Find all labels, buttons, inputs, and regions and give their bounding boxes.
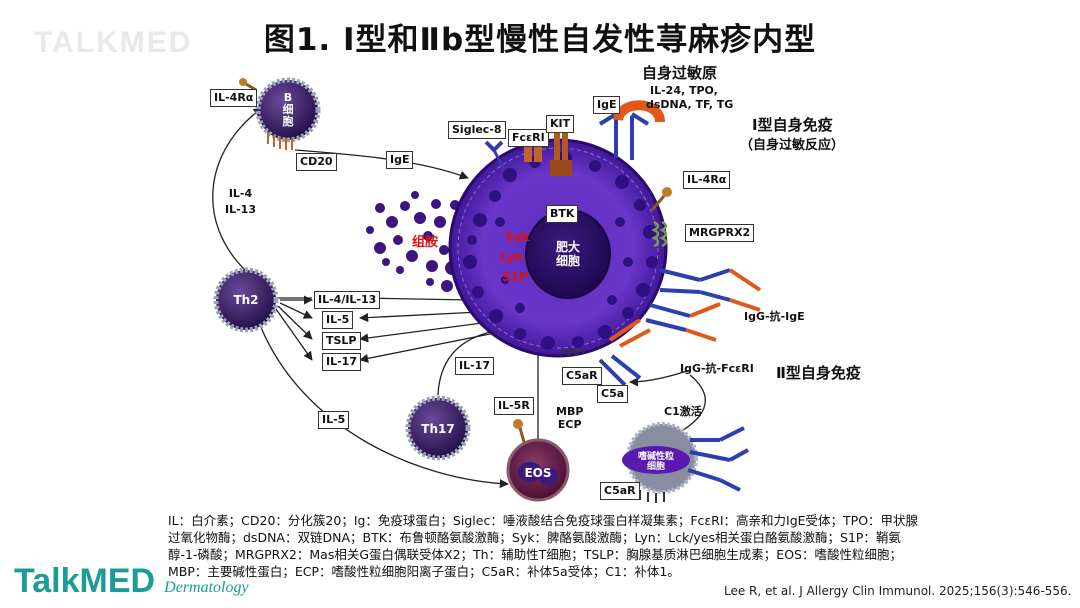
th17-cell <box>405 395 471 461</box>
eos-cell-label: EOS <box>524 466 552 480</box>
igg-anti-fceri-antibodies <box>598 318 651 387</box>
syk-label: Syk <box>505 230 530 244</box>
arrow-th2-to-il5 <box>279 302 313 319</box>
igg-anti-ige-antibodies <box>645 268 762 342</box>
c5ar-mast-receptor <box>559 349 585 357</box>
watermark: TALKMED <box>34 26 193 59</box>
talkmed-logo: TalkMED Dermatology <box>14 562 249 602</box>
c5ar-mast-box: C5aR <box>562 367 602 385</box>
arrow-th2-to-il17 <box>275 308 313 361</box>
histamine-label: 组胺 <box>412 235 439 250</box>
c5ar-basophil-box: C5aR <box>600 482 640 500</box>
igg-anti-fceri-label: IgG-抗-FcεRI <box>680 362 754 375</box>
ige-mast-box: IgE <box>593 96 621 114</box>
il5-th2-box: IL-5 <box>318 411 350 429</box>
il17-th17-box: IL-17 <box>455 357 494 375</box>
siglec8-receptor <box>484 140 505 169</box>
th2-cell-label: Th2 <box>233 293 259 307</box>
igg-anti-ige-label: IgG-抗-IgE <box>744 310 805 323</box>
mast-cell-label: 肥大 细胞 <box>555 240 580 268</box>
pathway-arrows <box>212 107 706 489</box>
il4-il13-box: IL-4/IL-13 <box>314 291 381 309</box>
tslp-box: TSLP <box>322 332 361 350</box>
b-cell <box>239 77 321 150</box>
arrow-c1-to-c5a <box>629 369 691 387</box>
kit-receptor <box>550 130 572 176</box>
arrow-mast-to-tslp <box>359 321 491 343</box>
lyn-label: Lyn <box>500 250 524 264</box>
il4ra-mast-receptor <box>650 187 672 211</box>
th17-cell-label: Th17 <box>421 422 455 436</box>
arrow-th2-to-eos <box>257 319 509 489</box>
abbreviation-legend: IL：白介素；CD20：分化簇20；Ig：免疫球蛋白；Siglec：唾液酸结合免… <box>168 513 919 579</box>
b-cell-label: B 细 胞 <box>282 91 294 128</box>
c1-activation-label: C1激活 <box>664 405 702 418</box>
mast-cell <box>448 138 668 358</box>
basophil-label: 嗜碱性粒 细胞 <box>637 452 674 472</box>
logo-main-text: TalkMED <box>14 562 156 600</box>
ige-autoallergen-complex <box>598 100 665 160</box>
mbp-ecp-box: MBP ECP <box>553 405 587 431</box>
arrow-th2-to-bcell <box>212 107 263 271</box>
il4ra-b-cell-box: IL-4Rα <box>210 89 258 107</box>
basophil-antibodies <box>687 426 749 492</box>
page-title: 图1. Ⅰ型和Ⅱb型慢性自发性荨麻疹内型 <box>263 22 817 58</box>
th2-cell <box>213 267 279 333</box>
kit-box: KIT <box>546 115 575 133</box>
siglec8-box: Siglec-8 <box>448 121 506 139</box>
arrow-mast-to-il5 <box>359 311 481 323</box>
s1p-label: S1P <box>502 270 528 284</box>
fceri-receptor <box>524 138 542 162</box>
mrgprx2-receptor <box>651 220 668 248</box>
il4ra-mast-box: IL-4Rα <box>683 171 731 189</box>
il4-il13-th2-box: IL-4 IL-13 <box>222 186 259 218</box>
type2-heading: Ⅱ型自身免疫 <box>776 364 861 382</box>
arrow-th2-to-tslp <box>277 305 313 340</box>
autoallergen-heading: 自身过敏原 <box>642 64 718 82</box>
cd20-box: CD20 <box>296 153 337 171</box>
mrgprx2-box: MRGPRX2 <box>685 224 755 242</box>
type1-subheading: （自身过敏反应） <box>740 138 845 153</box>
fceri-box: FcεRI <box>508 129 549 147</box>
il5r-box: IL-5R <box>494 397 534 415</box>
line-c1-to-baso <box>679 374 706 433</box>
type1-heading: Ⅰ型自身免疫 <box>752 116 833 134</box>
btk-box: BTK <box>546 205 579 223</box>
autoallergen-item-2: dsDNA, TF, TG <box>646 98 734 111</box>
c5a-box: C5a <box>597 385 629 403</box>
citation: Lee R, et al. J Allergy Clin Immunol. 20… <box>724 584 1072 598</box>
eos-cell <box>506 419 570 502</box>
il5-box: IL-5 <box>322 311 354 329</box>
logo-sub-text: Dermatology <box>164 579 249 596</box>
autoallergen-item-1: IL-24, TPO, <box>650 84 718 97</box>
basophil-cell <box>622 422 698 503</box>
ige-arrow-box: IgE <box>386 151 414 169</box>
il17-box: IL-17 <box>322 353 361 371</box>
